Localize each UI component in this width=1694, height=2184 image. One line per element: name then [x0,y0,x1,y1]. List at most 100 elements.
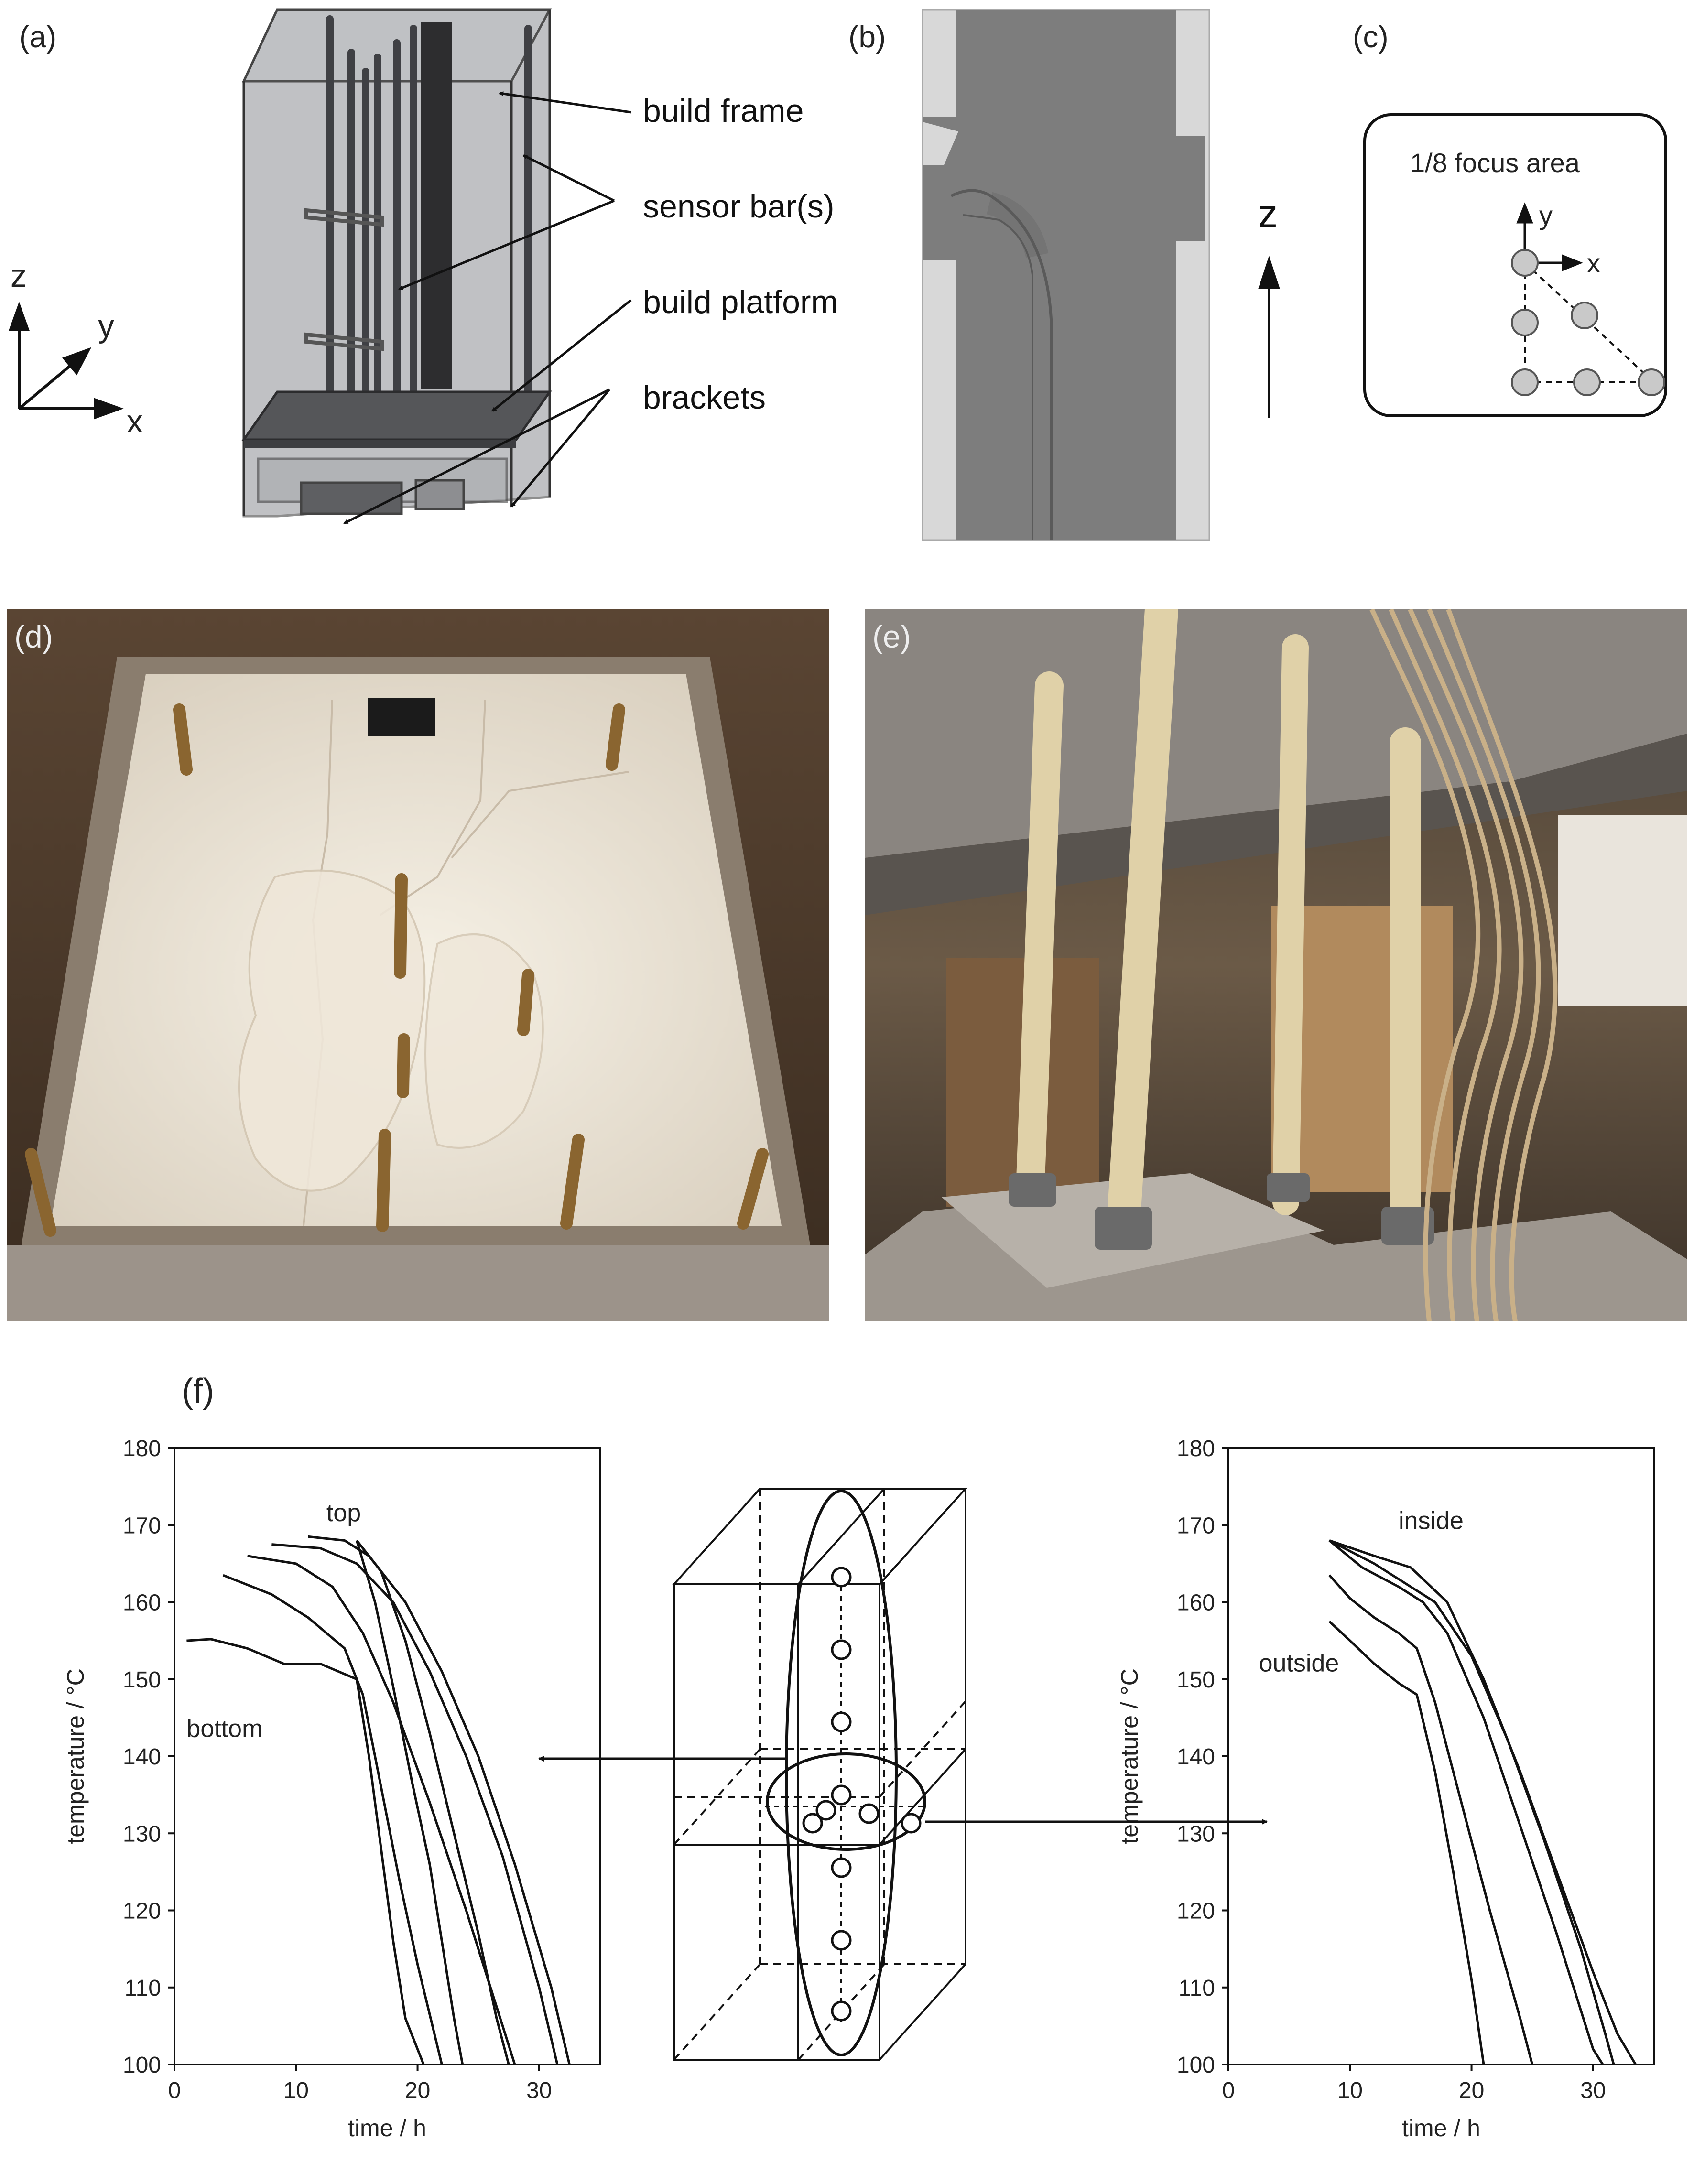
build-platform [241,390,552,441]
right-ytick-label: 160 [1177,1590,1215,1616]
right-ytick-label: 140 [1177,1744,1215,1770]
sensor-position [1573,368,1601,396]
right-series-line-2 [1328,1574,1534,2065]
left-ytick-label: 150 [123,1667,161,1693]
chart-right-ylabel: temperature / °C [1116,1668,1143,1844]
left-ytick-label: 130 [123,1821,161,1847]
chart-left: temperature / °C time / h top bottom 100… [62,1436,601,2141]
sensor-marker [831,1711,852,1732]
panel-b-axis-label: z [1258,192,1278,236]
photo-rods [1016,609,1421,1243]
left-ytick-label: 170 [123,1513,161,1538]
right-ytick-label: 130 [1177,1821,1215,1847]
sensor-position [1511,309,1539,336]
photo-wires [1369,609,1558,1321]
right-ytick-label: 180 [1177,1436,1215,1461]
right-ytick-label: 100 [1177,2053,1215,2078]
vertical-ellipse [785,1490,898,2056]
left-ytick-label: 140 [123,1744,161,1770]
sensor-marker [831,1784,852,1806]
panel-d-photo: (d) [7,609,829,1321]
sensor-schematic [538,1488,1268,2061]
panel-a-figure: z y x build frame [8,8,838,525]
chart-left-annotation-top: top [326,1499,361,1527]
right-xtick-label: 20 [1459,2078,1484,2103]
right-series-line-4 [1328,1539,1615,2065]
sensor-position [1511,249,1539,277]
chart-right: temperature / °C time / h inside outside… [1116,1436,1655,2141]
sensor-position [1571,302,1598,329]
right-ytick-label: 110 [1178,1976,1215,2001]
left-ytick-label: 180 [123,1436,161,1461]
panel-b-label: (b) [848,20,886,54]
callout-arrows [343,91,632,525]
callout-build-platform: build platform [643,284,838,320]
left-xtick-label: 30 [526,2078,552,2103]
horizontal-ellipse [766,1752,926,1851]
sensor-bars [326,15,532,429]
left-ytick-label: 100 [123,2053,161,2078]
chart-left-ylabel: temperature / °C [62,1668,89,1844]
schematic-box [672,1488,968,2061]
left-xtick-label: 10 [283,2078,309,2103]
right-xtick-label: 10 [1337,2078,1363,2103]
callout-build-frame: build frame [643,93,804,129]
sensor-marker [831,1930,852,1951]
chart-left-annotation-bottom: bottom [186,1715,262,1743]
platform-edge [244,440,516,448]
left-series-line-7 [356,1540,464,2065]
panel-e-label: (e) [872,619,911,654]
chart-left-xlabel: time / h [348,2115,426,2141]
right-xtick-label: 0 [1222,2078,1235,2103]
schematic-hidden-edges [673,1489,966,2061]
axes-triad [8,302,124,420]
photo-bars [25,703,769,1237]
z-arrow [1258,256,1280,418]
left-ytick-label: 160 [123,1590,161,1616]
panel-b-figure: z [922,9,1280,541]
right-series-line-1 [1328,1620,1485,2065]
focus-x-label: x [1587,248,1600,278]
chart-right-xlabel: time / h [1402,2115,1480,2141]
left-series-line-5 [308,1535,571,2065]
bar-brackets [304,208,384,351]
sensor-marker [831,1639,852,1660]
left-series-line-2 [222,1574,443,2065]
axis-y-label: y [98,308,114,344]
sensor-marker [831,1857,852,1878]
left-series-line-1 [186,1638,425,2065]
focus-area-title: 1/8 focus area [1410,148,1580,178]
panel-a-label: (a) [19,20,57,54]
bottom-frame [257,457,508,515]
panel-f-label: (f) [182,1372,214,1410]
panel-c-figure: 1/8 focus area y x [1363,113,1667,417]
left-series-line-4 [271,1543,559,2065]
sensor-positions [1511,249,1665,396]
focus-y-label: y [1539,200,1553,230]
sensor-marker [802,1813,823,1834]
left-ytick-label: 110 [124,1976,161,2001]
back-plate [421,22,452,389]
right-ytick-label: 150 [1177,1667,1215,1693]
left-xtick-label: 0 [168,2078,181,2103]
sensor-marker [815,1800,836,1821]
sensor-marker [831,1567,852,1588]
right-xtick-label: 30 [1580,2078,1606,2103]
right-ytick-label: 170 [1177,1513,1215,1538]
left-ytick-label: 120 [123,1899,161,1924]
chart-right-annotation-inside: inside [1399,1507,1464,1535]
photo-clamps [1009,1173,1434,1250]
right-series-line-5 [1329,1539,1637,2065]
sensor-marker [858,1803,880,1824]
axis-x-label: x [127,403,143,440]
callout-sensor-bars: sensor bar(s) [643,188,835,225]
left-series-line-6 [356,1539,510,2065]
panel-d-label: (d) [14,619,53,654]
right-ytick-label: 120 [1177,1899,1215,1924]
right-series-line-3 [1328,1539,1604,2065]
panel-e-photo: (e) [865,609,1687,1321]
sensor-position [1511,368,1539,396]
schematic-sensors [802,1567,922,2022]
chart-right-annotation-outside: outside [1259,1650,1339,1677]
sensor-marker [831,2000,852,2022]
